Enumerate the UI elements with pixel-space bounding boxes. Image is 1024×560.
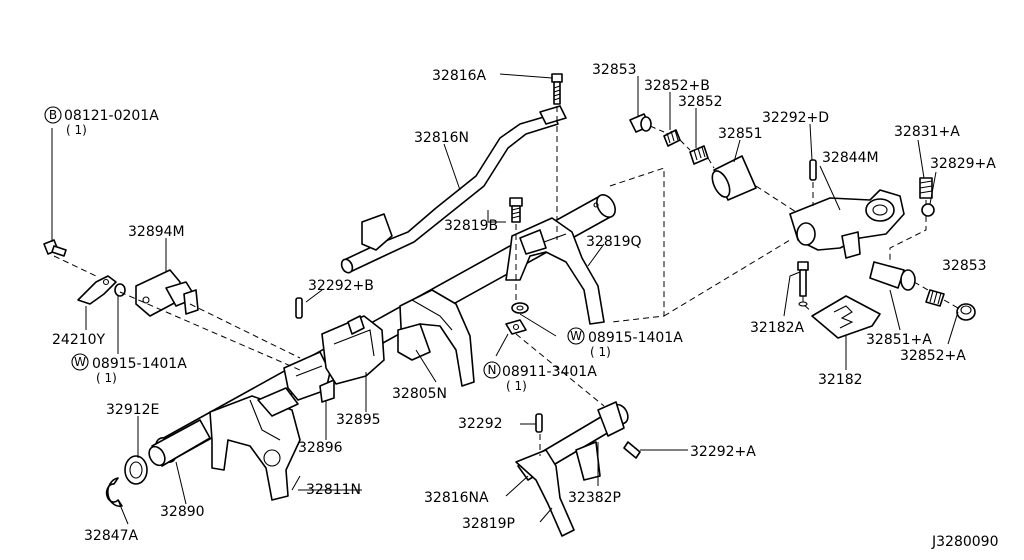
callout-32852A: 32852+A <box>900 348 966 364</box>
shift-fork-32819Q <box>505 217 605 325</box>
spring-32852 <box>689 145 709 165</box>
snap-ring-32847A <box>105 477 123 507</box>
fastener-number: 08121-0201A <box>64 108 159 124</box>
symbol-n-icon <box>483 361 501 379</box>
fastener-symbol: W <box>74 355 86 369</box>
callout-32852B: 32852+B <box>644 78 710 94</box>
fastener-qty: ( 1) <box>506 379 527 393</box>
fastener-number: 08915-1401A <box>92 356 187 372</box>
fastener-qty: ( 1) <box>66 123 87 137</box>
callout-labels: 32816A 32853 32852+B 32852 32851 32292+D… <box>52 62 996 544</box>
fastener-symbol: B <box>49 108 57 122</box>
shift-fork-32811N <box>209 387 301 501</box>
callout-32853: 32853 <box>592 62 637 78</box>
fastener-08915-left: W 08915-1401A ( 1) <box>71 353 187 385</box>
callout-32851A: 32851+A <box>866 332 932 348</box>
block-32895 <box>321 315 385 385</box>
callout-32829A: 32829+A <box>930 156 996 172</box>
callout-32182A: 32182A <box>750 320 805 336</box>
diagram-id: J3280090 <box>931 534 998 550</box>
callout-32816NA: 32816NA <box>424 490 489 506</box>
bolt-08121 <box>43 239 67 257</box>
bushing-32851A <box>869 261 916 291</box>
fastener-symbol: W <box>570 329 582 343</box>
callout-32896: 32896 <box>298 440 343 456</box>
callout-32819B: 32819B <box>444 218 498 234</box>
fastener-number: 08915-1401A <box>588 330 683 346</box>
fastener-labels: B 08121-0201A ( 1) W 08915-1401A ( 1) W … <box>44 106 683 393</box>
nut-08911 <box>505 319 527 335</box>
callout-32853-lower: 32853 <box>942 258 987 274</box>
callout-32890: 32890 <box>160 504 205 520</box>
callout-32819P: 32819P <box>462 516 515 532</box>
callout-32852: 32852 <box>678 94 723 110</box>
callout-32292B: 32292+B <box>308 278 374 294</box>
callout-32816A: 32816A <box>432 68 487 84</box>
fastener-symbol: N <box>488 363 497 377</box>
callout-32894M: 32894M <box>128 224 185 240</box>
symbol-b-icon <box>44 106 62 124</box>
bolt-32182A <box>797 261 809 307</box>
callout-32819Q: 32819Q <box>586 234 642 250</box>
seal-32912E <box>124 455 148 485</box>
pin-32292D <box>809 159 817 181</box>
callout-32844M: 32844M <box>822 150 879 166</box>
spring-32852B <box>663 129 681 147</box>
callout-32292D: 32292+D <box>762 110 829 126</box>
callout-32382P: 32382P <box>568 490 621 506</box>
callout-32851: 32851 <box>718 126 763 142</box>
callout-32816N: 32816N <box>414 130 469 146</box>
fastener-08911: N 08911-3401A ( 1) <box>483 361 597 393</box>
ball-32829A <box>921 203 935 217</box>
bolt-32816A <box>551 73 563 105</box>
pin-32292A <box>623 441 641 459</box>
callout-32847A: 32847A <box>84 528 139 544</box>
washer-08915 <box>511 302 529 314</box>
callout-32805N: 32805N <box>392 386 447 402</box>
spring-32852A <box>925 289 945 307</box>
fastener-08121: B 08121-0201A ( 1) <box>44 106 159 137</box>
symbol-w-icon <box>71 353 89 371</box>
plug-32853-lower <box>956 303 976 321</box>
plug-32853 <box>629 113 652 133</box>
fastener-qty: ( 1) <box>96 371 117 385</box>
bushing-32851 <box>711 155 757 201</box>
spring-32831A <box>919 177 933 199</box>
pin-32292 <box>535 413 543 433</box>
shift-fork-32805N <box>397 289 475 387</box>
pin-32292B <box>295 297 303 319</box>
shift-rod-32816N <box>340 105 567 274</box>
callout-32831A: 32831+A <box>894 124 960 140</box>
plate-32182 <box>811 295 881 339</box>
lever-32844M <box>789 189 905 259</box>
callout-32292: 32292 <box>458 416 503 432</box>
symbol-w-icon <box>567 327 585 345</box>
shift-rod-32816NA <box>515 401 629 537</box>
callout-24210Y: 24210Y <box>52 332 106 348</box>
callout-32182: 32182 <box>818 372 863 388</box>
bolt-32819B <box>509 197 523 223</box>
fastener-number: 08911-3401A <box>502 364 597 380</box>
callout-32895: 32895 <box>336 412 381 428</box>
callout-32292A: 32292+A <box>690 444 756 460</box>
fastener-qty: ( 1) <box>590 345 611 359</box>
bracket-32896 <box>283 351 335 403</box>
callout-32811N: 32811N <box>306 482 361 498</box>
bracket-24210Y <box>77 275 126 305</box>
fastener-08915-right: W 08915-1401A ( 1) <box>567 327 683 359</box>
switch-32894M <box>135 269 199 317</box>
callout-32912E: 32912E <box>106 402 159 418</box>
leader-lines <box>51 73 959 525</box>
